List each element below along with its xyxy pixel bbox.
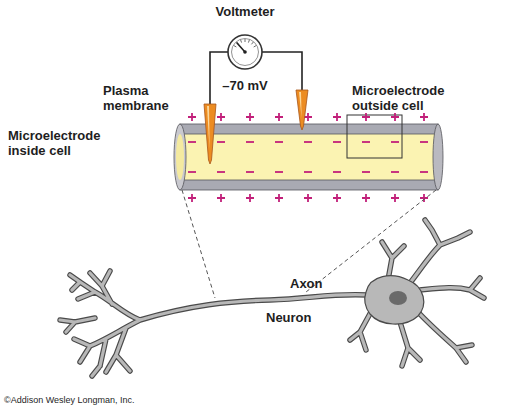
dial-face bbox=[228, 35, 262, 69]
microelectrode bbox=[296, 90, 308, 130]
charge-signs bbox=[188, 113, 428, 202]
plasma-membrane bbox=[180, 180, 438, 190]
negative-charge bbox=[304, 171, 312, 173]
negative-charge bbox=[188, 171, 196, 173]
positive-charge bbox=[391, 194, 399, 202]
axon-end bbox=[174, 124, 186, 190]
negative-charge bbox=[362, 141, 370, 143]
positive-charge bbox=[362, 113, 370, 121]
dial-tick bbox=[248, 40, 249, 43]
negative-charge bbox=[333, 171, 341, 173]
neuron-process bbox=[60, 220, 484, 376]
dial-tick bbox=[251, 42, 253, 44]
positive-charge bbox=[217, 113, 225, 121]
positive-charge bbox=[275, 194, 283, 202]
negative-charge bbox=[362, 171, 370, 173]
dial-tick bbox=[234, 46, 237, 48]
zoom-line bbox=[182, 190, 215, 298]
negative-charge bbox=[420, 141, 428, 143]
cytoplasm bbox=[180, 134, 438, 180]
microelectrode bbox=[204, 104, 216, 164]
positive-charge bbox=[188, 113, 196, 121]
positive-charge bbox=[246, 194, 254, 202]
axon-end bbox=[176, 134, 184, 180]
positive-charge bbox=[420, 194, 428, 202]
negative-charge bbox=[217, 171, 225, 173]
part-label: Plasma membrane bbox=[103, 83, 181, 113]
negative-charge bbox=[275, 141, 283, 143]
dial-tick bbox=[241, 40, 242, 43]
positive-charge bbox=[246, 113, 254, 121]
part-label: Axon bbox=[290, 276, 350, 291]
negative-charge bbox=[333, 141, 341, 143]
negative-charge bbox=[246, 171, 254, 173]
positive-charge bbox=[333, 194, 341, 202]
positive-charge bbox=[304, 194, 312, 202]
voltage-reading: –70 mV bbox=[195, 78, 295, 93]
dial-needle bbox=[237, 43, 245, 52]
positive-charge bbox=[275, 113, 283, 121]
part-label: Neuron bbox=[266, 310, 336, 325]
voltmeter: Voltmeter –70 mV bbox=[195, 4, 295, 96]
negative-charge bbox=[304, 141, 312, 143]
needle-pivot bbox=[243, 50, 247, 54]
neuron-outline bbox=[60, 220, 484, 376]
positive-charge bbox=[188, 194, 196, 202]
part-label: Microelectrode outside cell bbox=[352, 83, 470, 113]
positive-charge bbox=[217, 194, 225, 202]
dial-tick bbox=[254, 46, 257, 48]
dial-ring bbox=[232, 39, 259, 66]
positive-charge bbox=[391, 113, 399, 121]
negative-charge bbox=[420, 171, 428, 173]
part-label: ©Addison Wesley Longman, Inc. bbox=[4, 395, 264, 406]
negative-charge bbox=[391, 171, 399, 173]
voltmeter-dial bbox=[195, 4, 295, 96]
negative-charge bbox=[391, 141, 399, 143]
cell-body bbox=[365, 276, 424, 324]
negative-charge bbox=[246, 141, 254, 143]
negative-charge bbox=[188, 141, 196, 143]
electrode-highlight bbox=[207, 106, 210, 150]
part-label: Microelectrode inside cell bbox=[8, 128, 120, 158]
instrument-name: Voltmeter bbox=[195, 4, 295, 19]
positive-charge bbox=[333, 113, 341, 121]
positive-charge bbox=[420, 113, 428, 121]
wire bbox=[262, 52, 302, 92]
negative-charge bbox=[275, 171, 283, 173]
positive-charge bbox=[362, 194, 370, 202]
plasma-membrane bbox=[180, 124, 438, 134]
detail-box bbox=[347, 115, 402, 158]
axon-end bbox=[433, 124, 443, 190]
electrode-highlight bbox=[299, 92, 302, 118]
nucleus bbox=[389, 291, 407, 305]
dial-tick bbox=[245, 39, 246, 42]
negative-charge bbox=[217, 141, 225, 143]
